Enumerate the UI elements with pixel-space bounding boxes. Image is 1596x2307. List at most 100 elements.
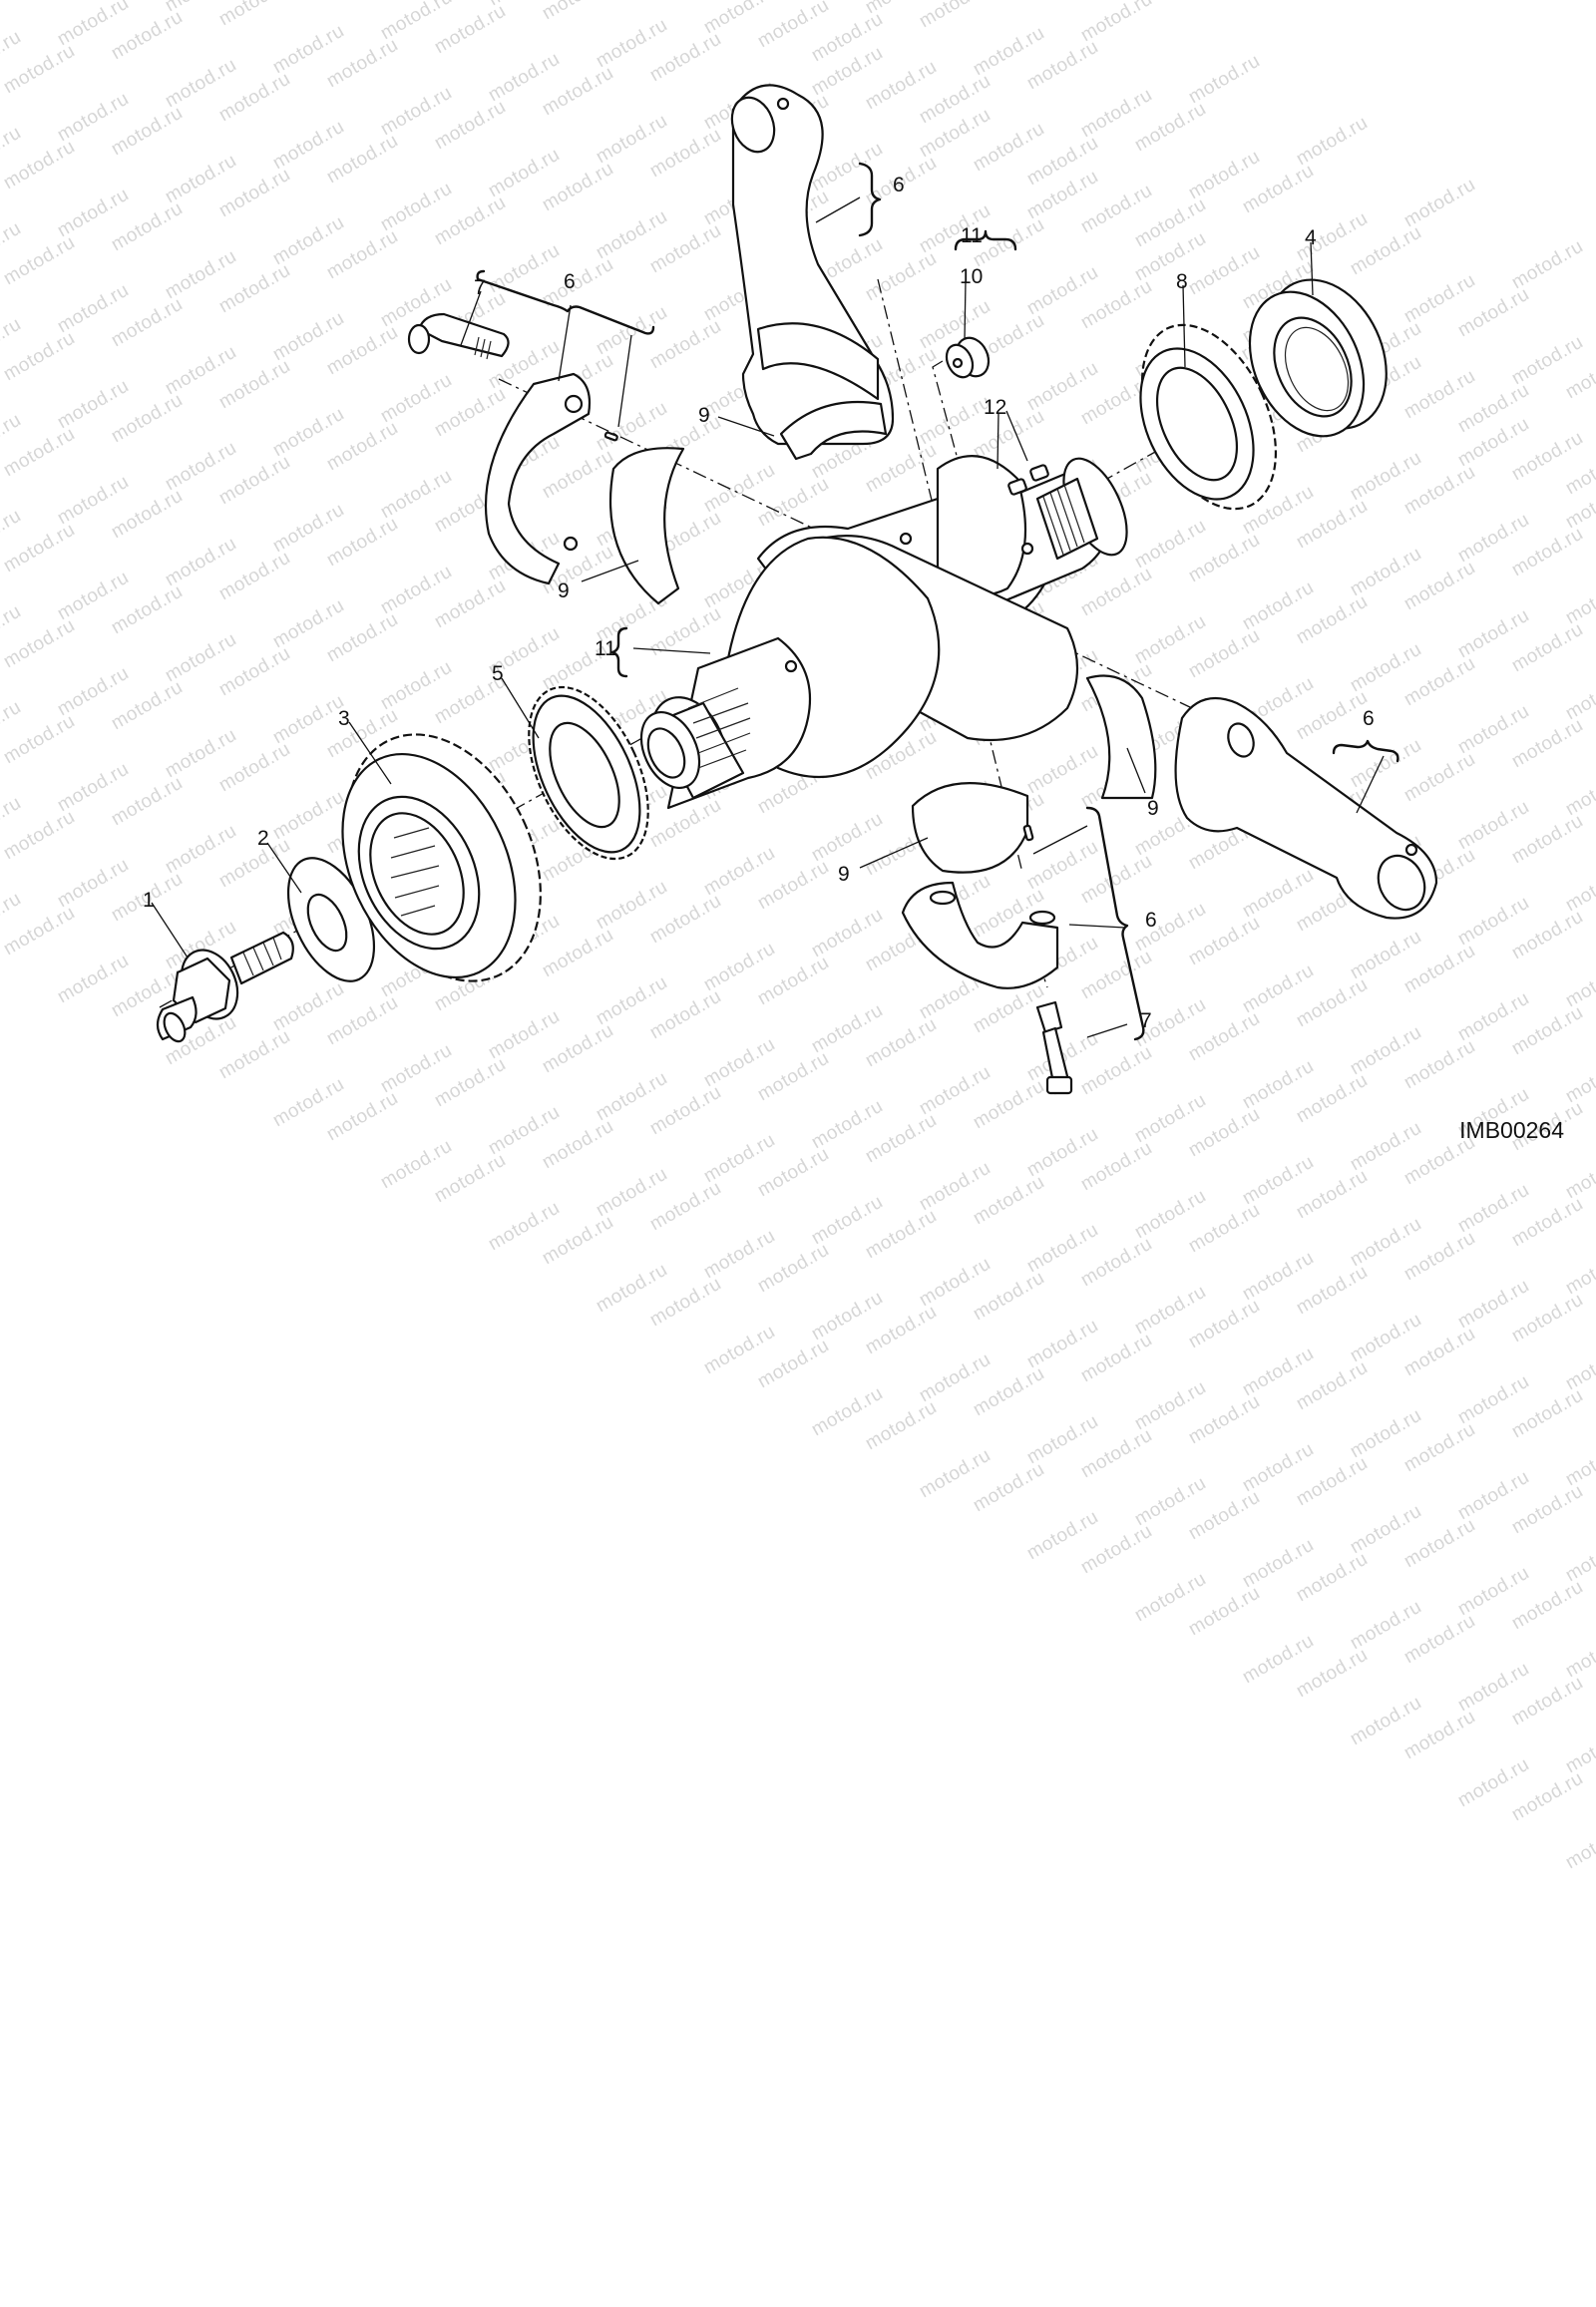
watermark-text: motod.ru bbox=[1454, 1562, 1533, 1621]
connecting-rod-upper bbox=[730, 84, 895, 446]
watermark-text: motod.ru bbox=[1077, 1329, 1156, 1387]
watermark-text: motod.ru bbox=[1400, 1418, 1479, 1477]
watermark-text: motod.ru bbox=[970, 1458, 1048, 1517]
watermark-text: motod.ru bbox=[1454, 1275, 1533, 1334]
rod-cap-upper-left bbox=[407, 312, 618, 585]
watermark-text: motod.ru bbox=[862, 1205, 941, 1264]
watermark-text: motod.ru bbox=[1347, 1309, 1425, 1367]
watermark-text: motod.ru bbox=[1293, 1548, 1372, 1607]
watermark-text: motod.ru bbox=[1400, 1706, 1479, 1764]
watermark-text: motod.ru bbox=[1077, 1233, 1156, 1292]
watermark-text: motod.ru bbox=[700, 1321, 779, 1379]
watermark-text: motod.ru bbox=[1508, 1672, 1587, 1730]
watermark-text: motod.ru bbox=[1239, 1630, 1318, 1689]
callout-label-6: 6 bbox=[1145, 909, 1157, 932]
watermark-text: motod.ru bbox=[1562, 1241, 1596, 1300]
watermark-text: motod.ru bbox=[1023, 1315, 1102, 1373]
watermark-text: motod.ru bbox=[1347, 1596, 1425, 1655]
watermark-text: motod.ru bbox=[1347, 1404, 1425, 1463]
callout-label-9: 9 bbox=[1147, 797, 1159, 820]
watermark-text: motod.ru bbox=[1185, 1486, 1264, 1545]
watermark-text: motod.ru bbox=[1023, 1506, 1102, 1565]
diagram-drawing bbox=[151, 84, 1438, 1095]
watermark-text: motod.ru bbox=[1562, 1720, 1596, 1778]
watermark-text: motod.ru bbox=[1508, 1767, 1587, 1826]
watermark-text: motod.ru bbox=[1562, 1815, 1596, 1874]
watermark-text: motod.ru bbox=[1454, 1466, 1533, 1525]
watermark-text: motod.ru bbox=[539, 1211, 617, 1270]
watermark-text: motod.ru bbox=[1023, 1219, 1102, 1278]
grouping-braces bbox=[476, 162, 1399, 1041]
connecting-rod-lower-right bbox=[1174, 696, 1438, 920]
callout-label-11: 11 bbox=[961, 224, 983, 247]
watermark-text: motod.ru bbox=[1131, 1568, 1210, 1627]
watermark-text: motod.ru bbox=[1347, 1213, 1425, 1272]
watermark-text: motod.ru bbox=[1508, 1289, 1587, 1347]
callout-label-10: 10 bbox=[960, 265, 984, 288]
keys-part-12 bbox=[1007, 464, 1049, 496]
watermark-text: motod.ru bbox=[1347, 1500, 1425, 1559]
watermark-text: motod.ru bbox=[1293, 1261, 1372, 1320]
watermark-text: motod.ru bbox=[862, 1301, 941, 1359]
watermark-text: motod.ru bbox=[1508, 1193, 1587, 1252]
watermark-text: motod.ru bbox=[808, 1191, 887, 1250]
watermark-text: motod.ru bbox=[754, 1335, 833, 1393]
callout-label-9: 9 bbox=[838, 863, 850, 886]
watermark-text: motod.ru bbox=[1508, 1384, 1587, 1443]
watermark-text: motod.ru bbox=[1293, 1452, 1372, 1511]
watermark-text: motod.ru bbox=[862, 1396, 941, 1455]
rod-cap-lower bbox=[901, 824, 1073, 1095]
watermark-text: motod.ru bbox=[1400, 1227, 1479, 1286]
sprocket-part-8 bbox=[1139, 323, 1278, 511]
watermark-text: motod.ru bbox=[1131, 1376, 1210, 1435]
watermark-text: motod.ru bbox=[1454, 1658, 1533, 1717]
watermark-text: motod.ru bbox=[1185, 1390, 1264, 1449]
callout-label-9: 9 bbox=[558, 579, 570, 602]
primary-gear-part-3 bbox=[341, 733, 542, 982]
watermark-text: motod.ru bbox=[1239, 1438, 1318, 1497]
watermark-text: motod.ru bbox=[808, 1287, 887, 1346]
watermark-text: motod.ru bbox=[593, 1259, 671, 1318]
watermark-text: motod.ru bbox=[1347, 1692, 1425, 1750]
watermark-text: motod.ru bbox=[1400, 1514, 1479, 1573]
plug-part-10 bbox=[945, 336, 991, 379]
watermark-text: motod.ru bbox=[916, 1253, 995, 1312]
callout-label-6: 6 bbox=[564, 270, 576, 293]
ring-nut-part-4 bbox=[1248, 278, 1388, 438]
callout-label-6: 6 bbox=[1363, 707, 1375, 730]
callout-label-3: 3 bbox=[338, 707, 350, 730]
timing-gear-part-5 bbox=[528, 685, 649, 861]
watermark-text: motod.ru bbox=[1239, 1343, 1318, 1401]
watermark-text: motod.ru bbox=[1562, 1624, 1596, 1683]
watermark-text: motod.ru bbox=[1185, 1582, 1264, 1641]
watermark-text: motod.ru bbox=[1023, 1410, 1102, 1469]
drawing-id: IMB00264 bbox=[1459, 1117, 1564, 1143]
watermark-text: motod.ru bbox=[916, 1348, 995, 1407]
watermark-text: motod.ru bbox=[808, 1382, 887, 1441]
callout-label-11: 11 bbox=[595, 637, 616, 660]
watermark-text: motod.ru bbox=[1508, 1480, 1587, 1539]
watermark-text: motod.ru bbox=[1185, 1199, 1264, 1258]
callout-label-12: 12 bbox=[984, 396, 1007, 419]
watermark-text: motod.ru bbox=[970, 1362, 1048, 1421]
washer-part-2 bbox=[286, 857, 376, 982]
crankshaft-part-11 bbox=[639, 455, 1128, 810]
watermark-text: motod.ru bbox=[1562, 1528, 1596, 1587]
callout-label-5: 5 bbox=[492, 662, 504, 685]
watermark-text: motod.ru bbox=[1454, 1753, 1533, 1812]
watermark-text: motod.ru bbox=[1131, 1281, 1210, 1340]
watermark-text: motod.ru bbox=[1239, 1247, 1318, 1306]
watermark-text: motod.ru bbox=[1131, 1472, 1210, 1531]
watermark-text: motod.ru bbox=[646, 1273, 725, 1332]
callout-label-2: 2 bbox=[257, 827, 269, 850]
watermark-text: motod.ru bbox=[1508, 1576, 1587, 1635]
callout-label-7: 7 bbox=[474, 276, 486, 299]
watermark-text: motod.ru bbox=[1400, 1323, 1479, 1381]
watermark-text: motod.ru bbox=[1185, 1295, 1264, 1353]
watermark-text: motod.ru bbox=[1077, 1520, 1156, 1579]
flanged-bolt-part-1 bbox=[156, 931, 294, 1043]
watermark-text: motod.ru bbox=[1077, 1424, 1156, 1483]
callout-label-9: 9 bbox=[698, 404, 710, 427]
watermark-text: motod.ru bbox=[1293, 1356, 1372, 1415]
